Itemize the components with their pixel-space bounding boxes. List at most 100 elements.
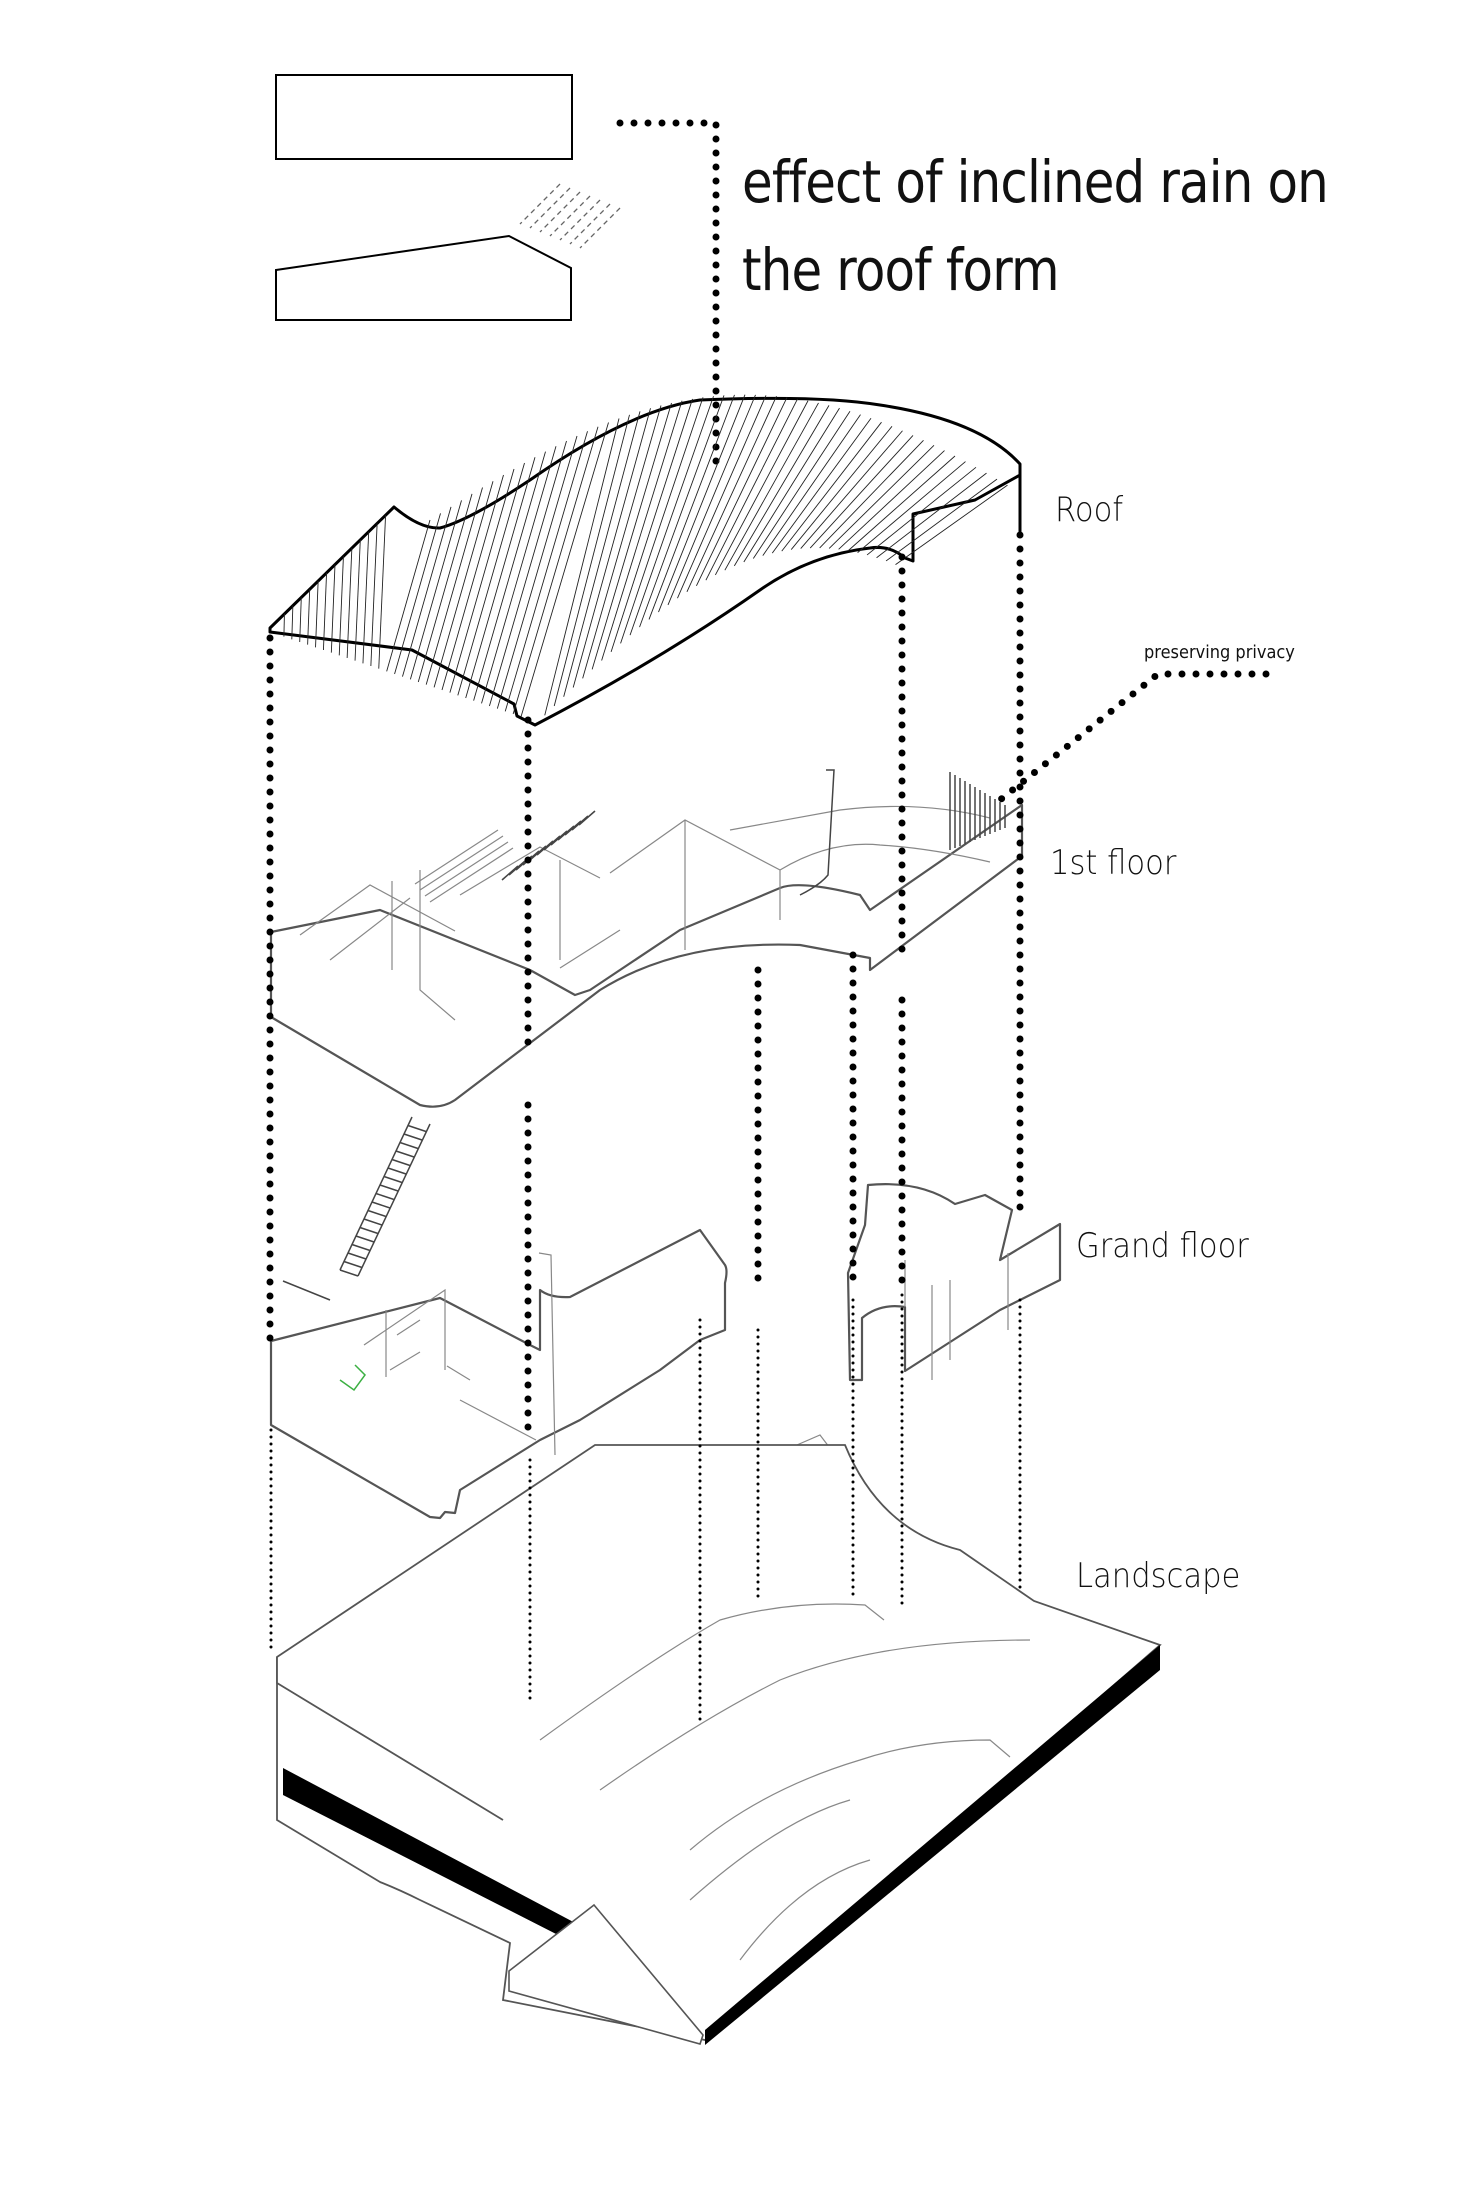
roof-rib bbox=[338, 556, 344, 656]
roof-ribbing bbox=[283, 394, 1008, 717]
first-floor-stair bbox=[414, 829, 514, 903]
roof-rib bbox=[291, 605, 294, 640]
stair-tread bbox=[399, 1141, 419, 1150]
first-floor-slab bbox=[269, 803, 1024, 1108]
roof-rib bbox=[705, 398, 798, 581]
landscape-slab-top bbox=[276, 1444, 1162, 2041]
roof-rib bbox=[553, 414, 630, 707]
layer-label-first-floor: 1st floor bbox=[1050, 843, 1177, 883]
roof-rib bbox=[857, 461, 966, 553]
roof-rib bbox=[425, 487, 483, 685]
roof-rib bbox=[629, 396, 714, 636]
roof-rib bbox=[488, 440, 567, 707]
roof-rib bbox=[433, 481, 494, 688]
landscape-slab-edge bbox=[276, 1657, 504, 1821]
roof-rib bbox=[322, 572, 328, 651]
landscape-layer bbox=[276, 1444, 1162, 2045]
roof-rib bbox=[667, 394, 756, 606]
stair-tread bbox=[347, 1252, 367, 1260]
stair-stringer bbox=[339, 1116, 413, 1271]
roof-rib bbox=[582, 405, 662, 679]
roof-rib bbox=[809, 435, 914, 549]
roof-rib bbox=[724, 402, 819, 571]
roof-rib bbox=[394, 513, 441, 675]
stair-tread bbox=[508, 860, 526, 876]
roof-rib bbox=[790, 426, 893, 550]
roof-rib bbox=[386, 519, 431, 672]
roof-rib bbox=[330, 564, 336, 653]
ground-floor-green-mark bbox=[339, 1364, 366, 1392]
roof-rib bbox=[658, 394, 746, 613]
rain-streak bbox=[549, 195, 591, 237]
roof-rib bbox=[362, 531, 370, 664]
title-line-1: effect of inclined rain on bbox=[742, 148, 1329, 216]
roof-rib bbox=[648, 394, 735, 620]
stair-landing bbox=[282, 1280, 331, 1301]
ground-floor-east-posts bbox=[904, 1253, 1009, 1380]
rain-streak bbox=[539, 191, 581, 233]
stair-tread bbox=[391, 1158, 411, 1167]
landscape-base-black-east bbox=[705, 1645, 1160, 2045]
note-preserving-privacy: preserving privacy bbox=[1144, 642, 1295, 663]
stair-tread bbox=[371, 1201, 391, 1209]
rain-streak bbox=[519, 183, 561, 225]
roof-rib bbox=[496, 435, 578, 709]
rain-streak bbox=[569, 203, 611, 245]
roof-rib bbox=[378, 515, 387, 669]
leader-inset-to-roof bbox=[616, 119, 720, 470]
ground-floor-layer bbox=[269, 1116, 1062, 1520]
roof-rib bbox=[417, 493, 473, 683]
stair-tread bbox=[387, 1167, 407, 1175]
roof-rib bbox=[762, 414, 861, 556]
roof-rib bbox=[639, 395, 725, 628]
rain-streak bbox=[529, 187, 571, 229]
stair-tread bbox=[543, 835, 561, 851]
inset-roof-study bbox=[275, 74, 621, 321]
layer-label-roof: Roof bbox=[1055, 490, 1124, 530]
first-floor-stair-treads bbox=[501, 810, 596, 881]
ground-floor-stair bbox=[282, 1116, 431, 1301]
roof-rib bbox=[520, 422, 609, 717]
roof-outline bbox=[268, 396, 1022, 727]
title-line-2: the roof form bbox=[742, 236, 1060, 304]
roof-rib bbox=[714, 400, 809, 576]
roof-rib bbox=[781, 421, 882, 552]
roof-rib bbox=[733, 405, 830, 567]
stair-tread bbox=[550, 830, 568, 846]
stair-tread bbox=[395, 1150, 415, 1158]
roof-rib bbox=[473, 451, 546, 701]
roof-layer bbox=[268, 394, 1022, 727]
roof-rib bbox=[601, 400, 683, 661]
stair-tread bbox=[383, 1175, 403, 1184]
roof-rib bbox=[591, 402, 672, 670]
roof-rib bbox=[354, 539, 361, 661]
roof-rib bbox=[620, 397, 704, 644]
stair-tread bbox=[375, 1192, 395, 1201]
stair-tread bbox=[343, 1260, 363, 1269]
stair-tread bbox=[571, 815, 589, 831]
landscape-walkway bbox=[508, 1903, 704, 2045]
roof-rib bbox=[563, 411, 641, 697]
leader-privacy bbox=[996, 670, 1270, 804]
roof-rib bbox=[299, 597, 302, 643]
roof-rib bbox=[307, 589, 311, 645]
stair-stringer bbox=[357, 1123, 431, 1277]
roof-rib bbox=[876, 472, 987, 559]
roof-rib bbox=[885, 478, 998, 562]
stair-tread bbox=[407, 1124, 427, 1133]
roof-rib bbox=[441, 474, 504, 691]
roof-rib bbox=[677, 395, 767, 599]
stair-tread bbox=[564, 820, 582, 836]
roof-rib bbox=[800, 430, 903, 549]
stair-tread bbox=[367, 1209, 387, 1218]
roof-rib bbox=[465, 457, 536, 699]
layer-label-landscape: Landscape bbox=[1076, 1556, 1241, 1596]
flat-roof-section bbox=[275, 74, 573, 160]
roof-rib bbox=[752, 411, 851, 559]
roof-rib bbox=[457, 462, 525, 696]
stair-tread bbox=[351, 1243, 371, 1252]
roof-rib bbox=[771, 417, 872, 554]
first-floor-fin-wall bbox=[799, 769, 835, 896]
roof-rib bbox=[504, 431, 588, 712]
